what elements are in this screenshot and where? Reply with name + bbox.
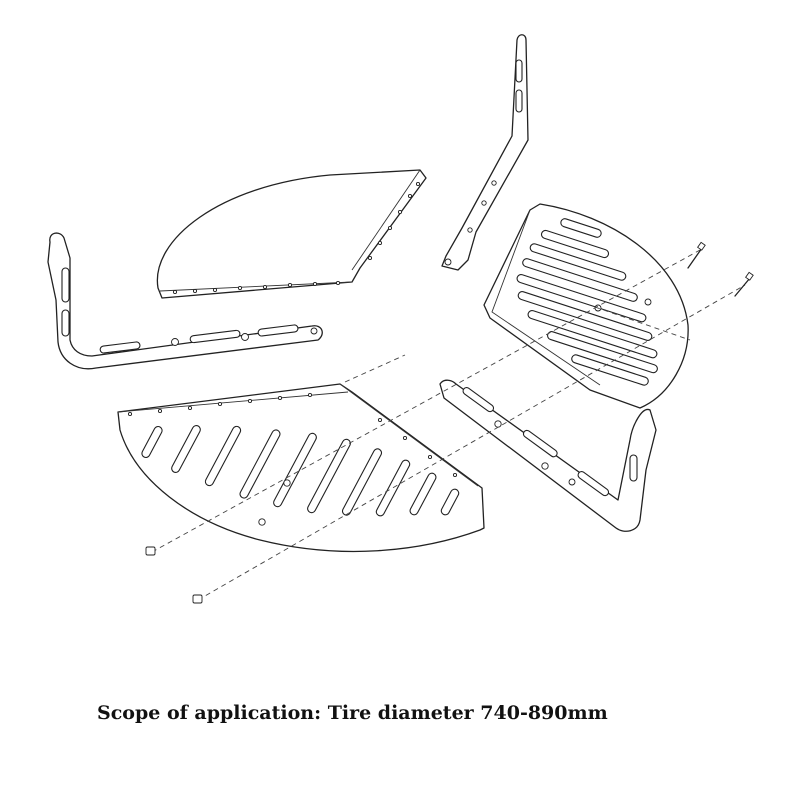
- nut-bottom: [192, 594, 203, 604]
- exploded-assembly-drawing: [47, 34, 754, 604]
- bottom-right-support-bracket: [439, 379, 657, 532]
- right-plate-slot-grid: [516, 218, 658, 386]
- top-solid-plate: [156, 169, 427, 299]
- top-plate-hole-row: [172, 181, 421, 295]
- bottom-plate-edge-holes: [127, 392, 458, 478]
- right-slotted-plate: [483, 203, 689, 409]
- bolt-right: [734, 271, 754, 297]
- left-support-bracket: [47, 232, 323, 370]
- nut-lower-left: [145, 546, 156, 556]
- bottom-left-slotted-plate: [117, 383, 485, 553]
- application-scope-caption: Scope of application: Tire diameter 740-…: [97, 702, 608, 724]
- bolt-upper-right: [687, 241, 706, 269]
- assembly-guide-lines: [151, 249, 746, 601]
- bottom-plate-slot-grid: [141, 425, 460, 517]
- top-right-support-bracket: [441, 34, 529, 271]
